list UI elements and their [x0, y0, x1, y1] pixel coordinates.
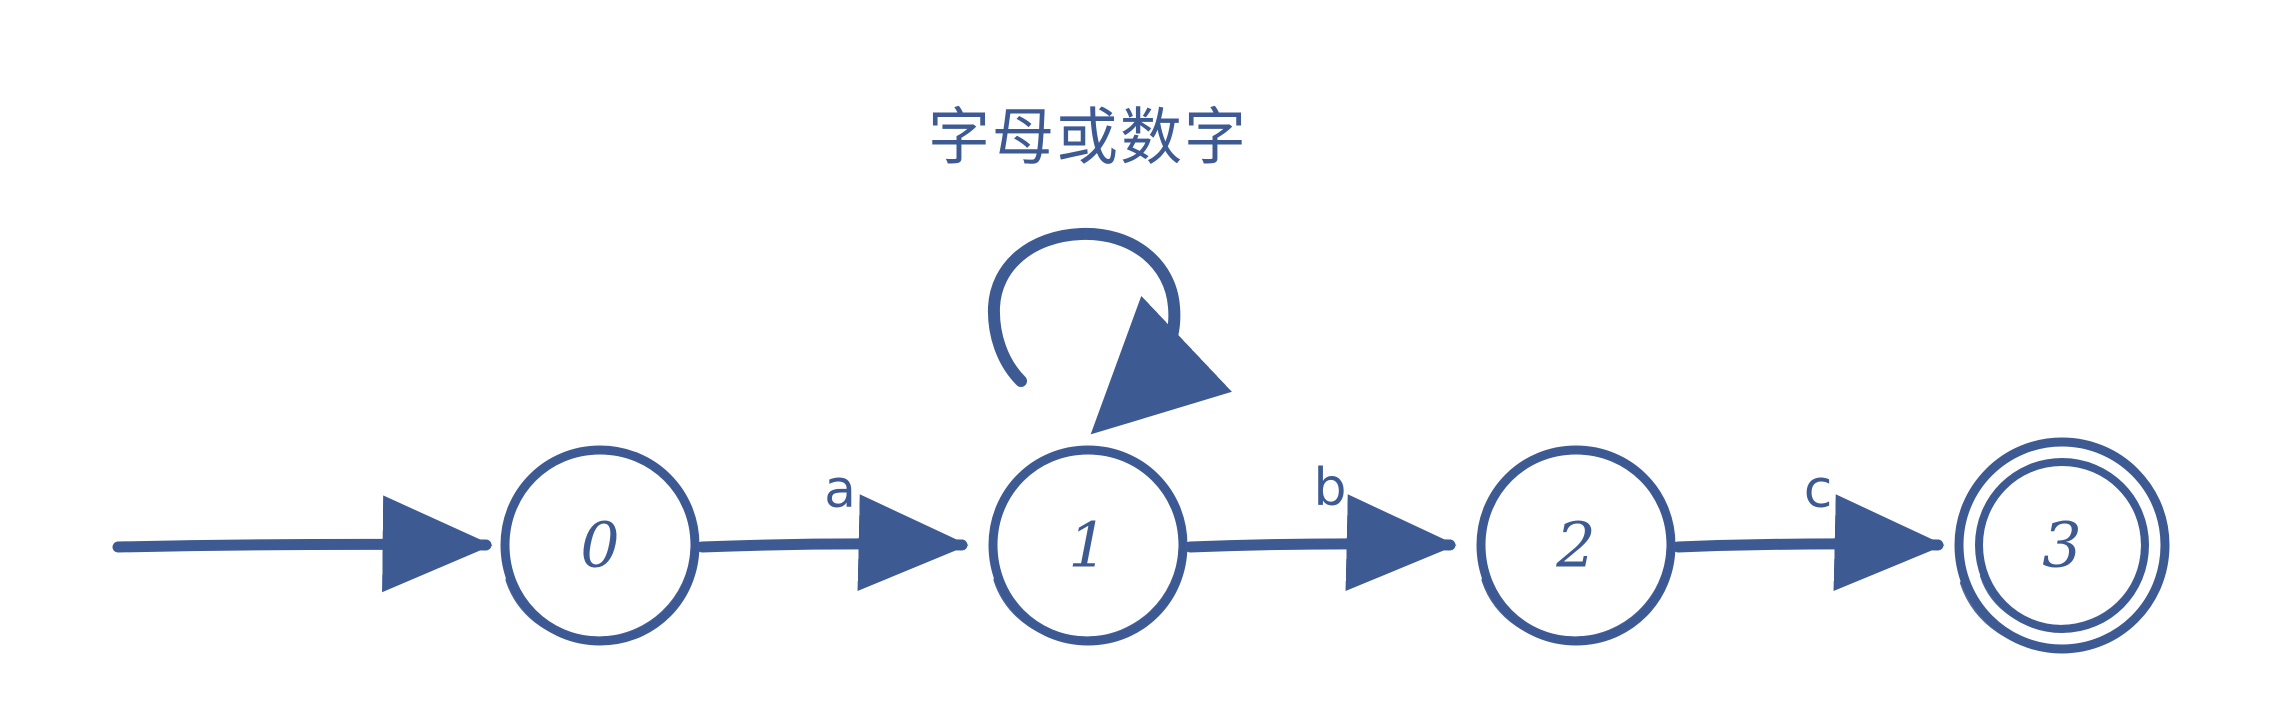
- states-group: [500, 437, 2170, 654]
- self-loop-state-1: [987, 227, 1232, 435]
- state-node-0[interactable]: [500, 445, 700, 646]
- state-3-label: 3: [2042, 509, 2081, 582]
- edge-label-c: c: [1804, 460, 1833, 520]
- edge-label-a: a: [824, 460, 856, 520]
- edges-group: [112, 227, 1945, 593]
- self-loop-label: 字母或数字: [928, 101, 1248, 174]
- start-arrow: [112, 495, 493, 593]
- edge-1-to-2: [1184, 494, 1457, 592]
- state-2-label: 2: [1555, 509, 1595, 582]
- text-group: 0 1 2 3 a b c 字母或数字: [580, 101, 2081, 582]
- edge-2-to-3: [1672, 494, 1945, 592]
- edge-0-to-1: [696, 494, 969, 592]
- state-node-3[interactable]: [1954, 437, 2170, 654]
- state-node-2[interactable]: [1476, 445, 1676, 646]
- state-node-1[interactable]: [988, 445, 1188, 646]
- state-1-label: 1: [1068, 509, 1107, 582]
- edge-label-b: b: [1313, 458, 1346, 518]
- state-0-label: 0: [580, 509, 619, 582]
